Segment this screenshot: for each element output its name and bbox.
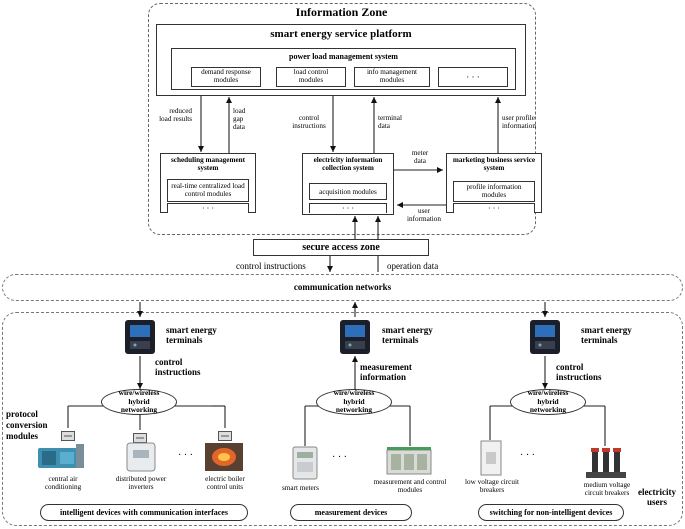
label-load-gap-data: load gap data — [233, 107, 246, 131]
marketing-title: marketing business service system — [452, 156, 536, 172]
scheduling-title: scheduling management system — [170, 156, 246, 172]
protocol-conversion-label: protocol conversion modules — [6, 409, 48, 441]
air-conditioner-icon — [36, 442, 86, 472]
device-boiler-label: electric boiler control units — [205, 475, 245, 491]
power-load-title: power load management system — [289, 52, 398, 61]
hybrid-networking-3: wire/wireless hybrid networking — [510, 388, 586, 415]
boiler-icon — [204, 442, 244, 472]
hybrid-networking-2: wire/wireless hybrid networking — [316, 388, 392, 415]
scheduling-more: · · · — [167, 203, 249, 213]
electricity-users-zone — [2, 312, 683, 526]
group1-footer: intelligent devices with communication i… — [40, 504, 248, 521]
group3-footer: switching for non-intelligent devices — [478, 504, 624, 521]
flow-label-3: control instructions — [556, 362, 602, 382]
electricity-users-label: electricity users — [638, 487, 676, 507]
device-control-modules-label: measurement and control modules — [373, 478, 447, 494]
device-smart-meters-label: smart meters — [282, 484, 319, 492]
info-management-module: info management modules — [354, 67, 430, 87]
protocol-module-3-icon — [218, 428, 232, 441]
load-control-module: load control modules — [276, 67, 346, 87]
protocol-module-1-icon — [61, 428, 75, 441]
information-zone-title: Information Zone — [295, 5, 388, 19]
more-modules: · · · — [438, 67, 508, 87]
label-terminal-data: terminal data — [378, 114, 402, 130]
device-mv-breaker-label: medium voltage circuit breakers — [583, 481, 631, 497]
device-central-air-label: central air conditioning — [44, 475, 82, 491]
marketing-more: · · · — [453, 203, 535, 213]
inverter-icon — [124, 442, 158, 472]
flow-label-1: control instructions — [155, 357, 201, 377]
label-reduced-load-results: reduced load results — [159, 107, 192, 123]
information-zone — [148, 3, 536, 235]
hybrid-networking-1: wire/wireless hybrid networking — [101, 388, 177, 415]
label-user-profile-information: user profile information — [502, 114, 536, 130]
device-inverters-label: distributed power inverters — [115, 475, 167, 491]
collection-more: · · · — [309, 203, 387, 213]
terminal-label-1: smart energy terminals — [166, 325, 217, 345]
mv-breaker-icon — [584, 446, 628, 480]
group2-ellipsis: · · · — [332, 452, 347, 463]
sac-control-instructions: control instructions — [236, 261, 306, 271]
smart-meter-icon — [292, 446, 318, 480]
smart-energy-terminal-2-icon — [336, 318, 374, 356]
protocol-module-2-icon — [133, 430, 147, 443]
device-lv-breaker-label: low voltage circuit breakers — [465, 478, 519, 494]
group1-ellipsis: · · · — [178, 450, 193, 461]
label-meter-data: meter data — [411, 149, 429, 165]
acquisition-module: acquisition modules — [309, 183, 387, 200]
label-user-information: user information — [407, 207, 441, 223]
sac-operation-data: operation data — [387, 261, 439, 271]
smart-energy-terminal-1-icon — [121, 318, 159, 356]
communication-networks-zone — [2, 274, 683, 301]
flow-label-2: measurement information — [360, 362, 412, 382]
communication-networks-label: communication networks — [293, 282, 392, 292]
lv-breaker-icon — [480, 440, 502, 476]
realtime-load-control-module: real-time centralized load control modul… — [167, 179, 249, 202]
control-module-icon — [386, 446, 432, 476]
terminal-label-2: smart energy terminals — [382, 325, 433, 345]
demand-response-module: demand response modules — [191, 67, 261, 87]
secure-access-zone: secure access zone — [253, 239, 429, 256]
terminal-label-3: smart energy terminals — [581, 325, 632, 345]
collection-title: electricity information collection syste… — [313, 156, 383, 172]
group2-footer: measurement devices — [290, 504, 412, 521]
profile-information-module: profile information modules — [453, 181, 535, 202]
label-control-instructions: control instructions — [292, 114, 326, 130]
smart-energy-terminal-3-icon — [526, 318, 564, 356]
group3-ellipsis: · · · — [520, 450, 535, 461]
platform-title: smart energy service platform — [270, 28, 412, 40]
